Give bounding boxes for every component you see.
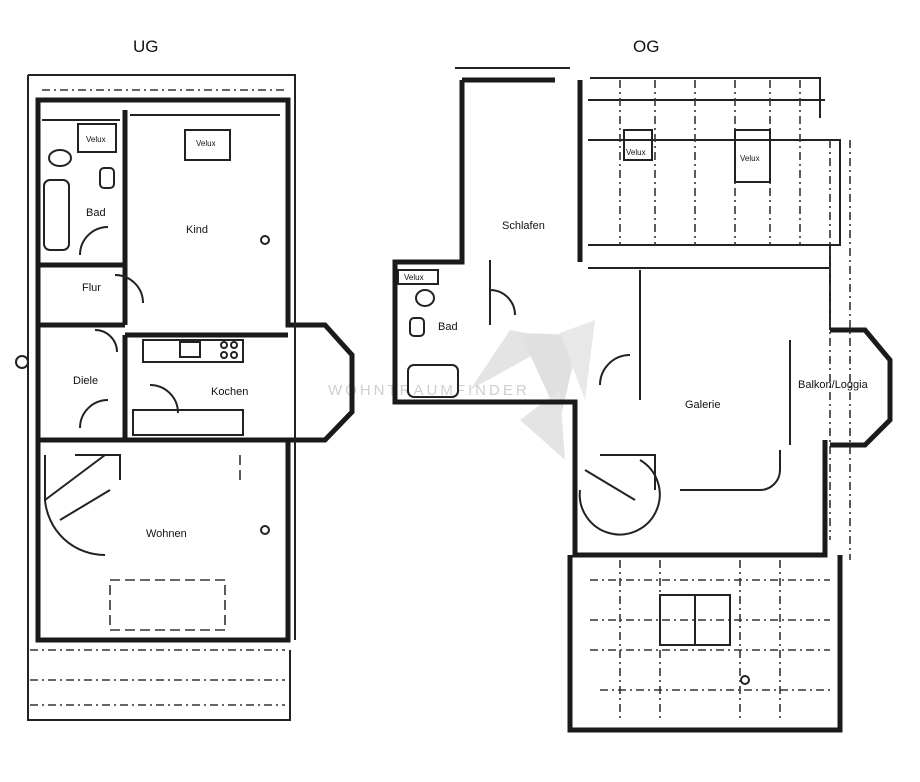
room-label-bad: Bad — [86, 207, 106, 219]
room-label-schlafen: Schlafen — [502, 220, 545, 232]
room-label-velux: Velux — [740, 154, 760, 163]
og-plan: OG Schlafen Velux Bad Velux Velux Galeri… — [392, 37, 893, 733]
room-label-flur: Flur — [82, 282, 101, 294]
ug-title: UG — [133, 37, 159, 56]
room-label-velux: Velux — [404, 273, 424, 282]
watermark-logo: WOHNTRAUMFINDER — [328, 320, 595, 460]
room-label-kind: Kind — [186, 224, 208, 236]
room-label-balkon-loggia: Balkon/Loggia — [798, 379, 869, 391]
ug-plan: UG Velux Velux Bad Kind Flur Diele Koche… — [15, 37, 355, 721]
room-label-velux: Velux — [196, 139, 216, 148]
watermark-text: WOHNTRAUMFINDER — [328, 382, 530, 399]
room-label-bad: Bad — [438, 321, 458, 333]
room-label-galerie: Galerie — [685, 399, 720, 411]
room-label-diele: Diele — [73, 375, 98, 387]
room-label-kochen: Kochen — [211, 386, 248, 398]
room-label-velux: Velux — [86, 135, 106, 144]
room-label-wohnen: Wohnen — [146, 528, 187, 540]
room-label-velux: Velux — [626, 148, 646, 157]
og-title: OG — [633, 37, 659, 56]
